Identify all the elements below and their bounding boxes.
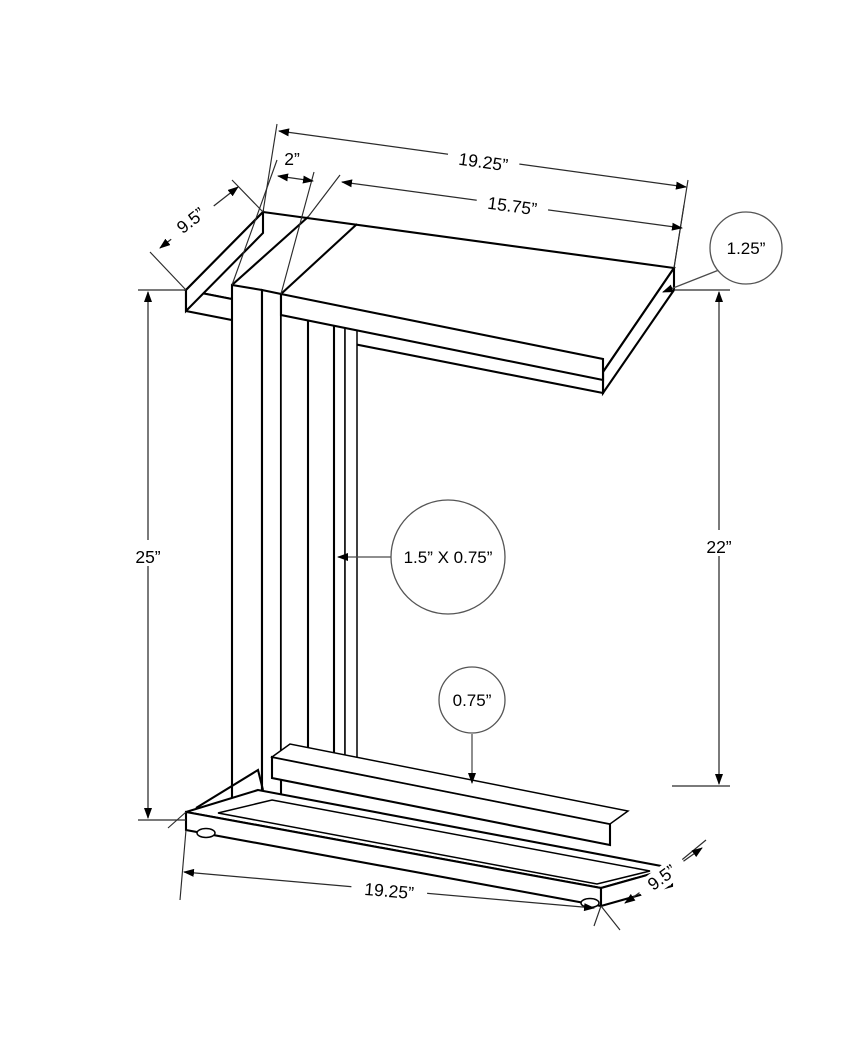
dim-top-depth-ext-a xyxy=(231,179,264,213)
callout-post-profile-label: 1.5” X 0.75” xyxy=(404,548,493,567)
top-connector-rail xyxy=(279,292,605,382)
dim-notch-width: 2” xyxy=(231,149,315,295)
post-inner-side xyxy=(344,324,358,783)
lower-cross-rail xyxy=(270,743,630,847)
base-inner-recess xyxy=(217,799,651,885)
dim-notch-line xyxy=(277,173,314,184)
dim-notch-label: 2” xyxy=(284,149,300,169)
callout-rail-thickness-label: 0.75” xyxy=(453,691,492,710)
dim-clearance-text-bg xyxy=(697,530,743,556)
dim-height-text-bg xyxy=(126,540,172,566)
dim-base-width-label: 19.25” xyxy=(364,879,415,903)
table-top-seam-2 xyxy=(280,223,358,295)
dim-base-width: 19.25” xyxy=(167,811,602,927)
callout-top-thickness-label: 1.25” xyxy=(727,239,766,258)
dim-inner-text-bg xyxy=(475,190,550,222)
dim-base-width-ext-left-2 xyxy=(179,829,187,901)
vertical-post-assembly xyxy=(230,283,605,829)
lower-rail-top xyxy=(270,743,630,825)
post-outer-side xyxy=(260,288,283,829)
foot-left xyxy=(196,827,216,839)
dim-inner-ext-left xyxy=(307,174,341,218)
post-outer-front xyxy=(230,283,264,824)
table-object xyxy=(183,209,676,909)
dim-base-depth-ext-b xyxy=(600,905,621,931)
callout-top-thickness: 1.25” xyxy=(662,211,783,293)
post-inner-front xyxy=(280,312,346,781)
table-top xyxy=(183,209,676,397)
callout-rail-thickness: 0.75” xyxy=(438,666,506,784)
dim-notch-ext-left xyxy=(231,159,278,286)
base-gusset xyxy=(195,768,265,809)
dim-height-label: 25” xyxy=(135,547,160,567)
dim-top-depth-text-bg xyxy=(163,195,219,246)
dim-top-depth-ext-b xyxy=(149,251,187,291)
dim-clearance-height: 22” xyxy=(672,289,743,787)
dim-notch-ext-right xyxy=(280,171,315,295)
dim-clearance-label: 22” xyxy=(706,537,731,557)
dim-top-width-text-bg xyxy=(446,146,521,178)
callout-post-profile-circle xyxy=(390,499,506,615)
table-top-seam-1 xyxy=(231,216,309,286)
dim-base-width-ext-right xyxy=(593,905,602,927)
callout-rail-thickness-circle xyxy=(438,666,506,734)
callout-top-thickness-circle xyxy=(709,211,783,285)
callout-top-thickness-leader xyxy=(662,267,725,293)
callout-post-profile: 1.5” X 0.75” xyxy=(337,499,506,615)
dim-base-width-ext-left xyxy=(167,811,187,829)
dim-overall-height: 25” xyxy=(126,289,186,821)
dim-base-width-text-bg xyxy=(350,876,428,907)
dim-base-depth-text-bg xyxy=(634,853,691,903)
dim-top-width-ext-left xyxy=(262,123,278,213)
foot-right xyxy=(580,897,600,909)
